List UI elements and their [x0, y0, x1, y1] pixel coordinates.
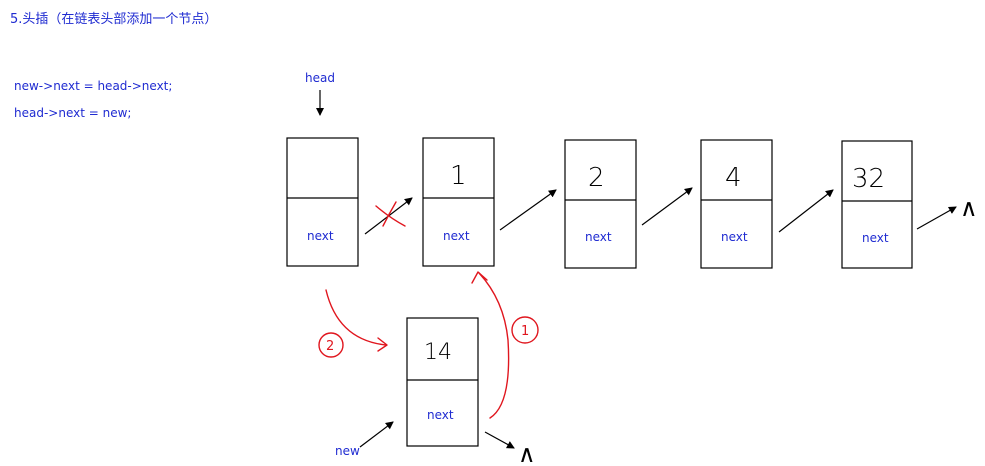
null-symbol-1: ∧	[960, 194, 978, 222]
node-32-value: 32	[852, 164, 885, 194]
head-node: next	[286, 137, 359, 267]
node-1-value: 1	[450, 161, 467, 191]
node2-to-node4-arrow	[641, 187, 693, 226]
code-line-1: new->next = head->next;	[14, 79, 173, 93]
head-label: head	[305, 71, 335, 85]
new-to-null-arrow	[484, 431, 515, 449]
new-pointer-arrow	[359, 421, 394, 448]
cross-out-mark	[375, 201, 406, 227]
node-4-next-label: next	[721, 230, 748, 244]
new-next-label: next	[427, 408, 454, 422]
svg-text:1: 1	[521, 324, 529, 339]
node32-to-null-arrow	[916, 206, 957, 230]
section-title: 5.头插（在链表头部添加一个节点）	[10, 12, 218, 27]
node-2-next-label: next	[585, 230, 612, 244]
new-label: new	[335, 444, 360, 458]
node-32-next-label: next	[862, 231, 889, 245]
step1-curved-arrow	[471, 271, 510, 419]
node-4: 4 next	[700, 139, 773, 269]
new-node-value: 14	[424, 340, 452, 365]
new-node: 14 next	[406, 317, 479, 447]
node-2-value: 2	[588, 163, 605, 193]
node1-to-node2-arrow	[499, 189, 557, 231]
step2-curved-arrow	[325, 289, 388, 352]
step2-circle-mark: 2	[318, 332, 344, 358]
node4-to-node32-arrow	[778, 189, 834, 233]
node-1: 1 next	[422, 137, 495, 267]
node-32: 32 next	[841, 140, 913, 269]
step1-circle-mark: 1	[511, 316, 539, 344]
node-4-value: 4	[725, 163, 742, 193]
svg-text:2: 2	[326, 339, 334, 354]
null-symbol-2: ∧	[518, 440, 536, 466]
node-2: 2 next	[564, 139, 637, 269]
node-1-next-label: next	[443, 229, 470, 243]
code-line-2: head->next = new;	[14, 106, 132, 120]
head-next-label: next	[307, 229, 334, 243]
